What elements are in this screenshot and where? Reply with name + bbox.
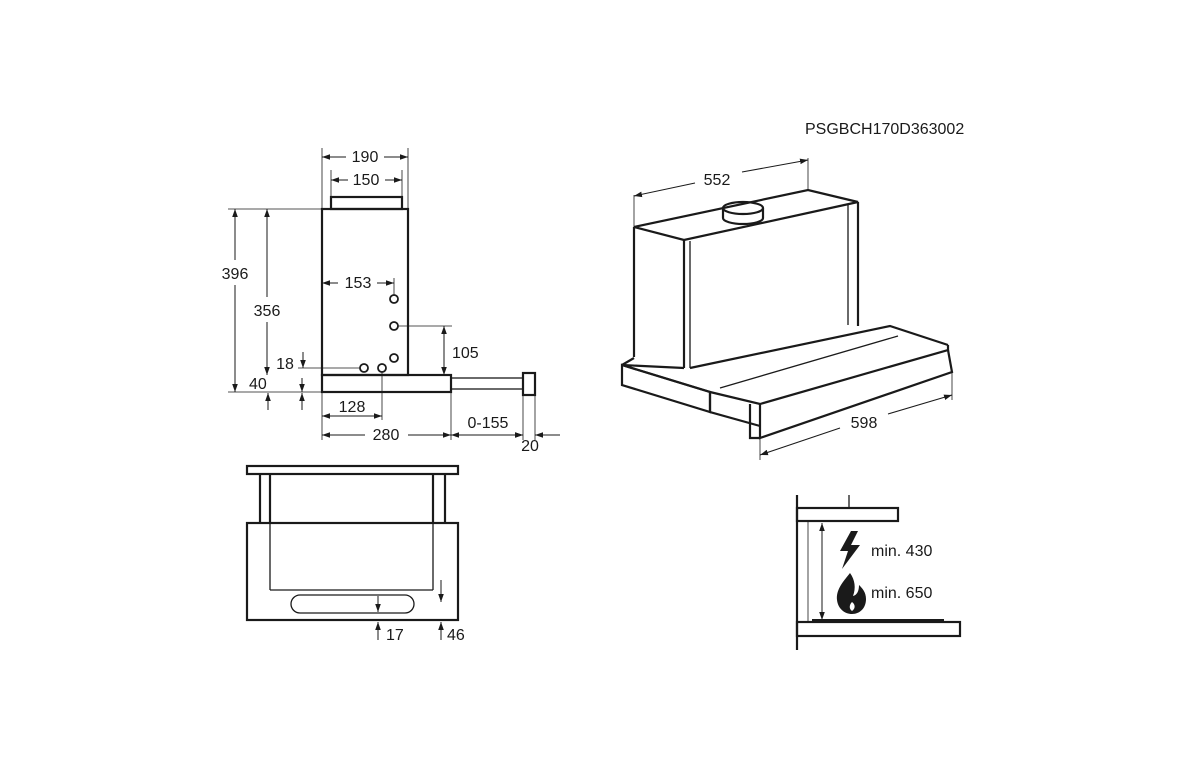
front-body: [245, 521, 460, 622]
dim-20: 20: [521, 438, 539, 455]
front-top-plate: [245, 464, 460, 476]
dim-46: 46: [447, 627, 465, 644]
model-code: PSGBCH170D363002: [805, 121, 964, 138]
iso-outlet: [721, 208, 765, 226]
side-body: [320, 207, 410, 377]
side-handle: [521, 371, 537, 397]
dim-356: 356: [254, 303, 281, 320]
dim-17: 17: [386, 627, 404, 644]
clearance-hood: [795, 506, 900, 523]
front-view: 17 46: [245, 464, 465, 644]
dim-150: 150: [353, 172, 380, 189]
dim-552: 552: [704, 172, 731, 189]
side-base: [320, 373, 453, 394]
side-extension-tube: [450, 377, 524, 390]
mount-hole-2: [389, 321, 399, 331]
clearance-hob: [795, 620, 962, 638]
label-min-430: min. 430: [871, 543, 932, 560]
dim-18: 18: [276, 356, 294, 373]
mount-hole-1: [389, 294, 399, 304]
flame-icon: [836, 573, 866, 614]
dim-280: 280: [373, 427, 400, 444]
side-chimney-top: [329, 195, 404, 211]
iso-view: 552 598: [620, 158, 954, 460]
dim-40: 40: [249, 376, 267, 393]
dim-598: 598: [851, 415, 878, 432]
dim-105: 105: [452, 345, 479, 362]
mount-hole-3: [389, 353, 399, 363]
clearance-view: min. 430 min. 650: [795, 495, 962, 650]
dim-128: 128: [339, 399, 366, 416]
dim-153: 153: [345, 275, 372, 292]
dim-190: 190: [352, 149, 379, 166]
side-view: 190 150 396 356 153 105 18 40: [222, 148, 560, 455]
mount-hole-5: [377, 363, 387, 373]
label-min-650: min. 650: [871, 585, 932, 602]
dim-396: 396: [222, 266, 249, 283]
mount-hole-4: [359, 363, 369, 373]
front-slot: [290, 594, 415, 614]
dim-0-155: 0-155: [468, 415, 509, 432]
electric-icon: [840, 531, 860, 569]
